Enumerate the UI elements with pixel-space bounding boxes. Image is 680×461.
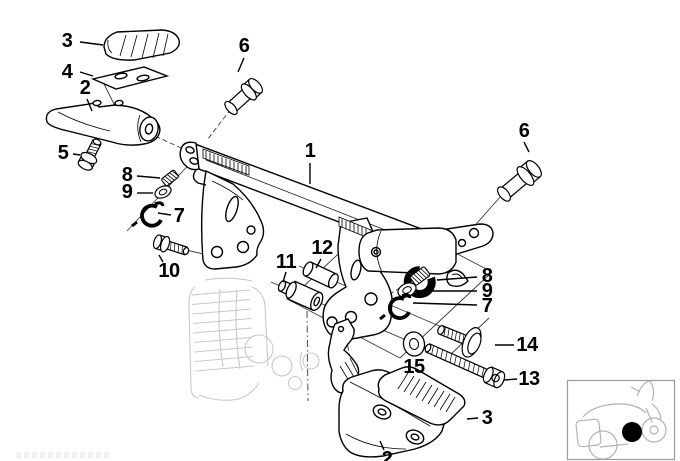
footrest-body-top [45, 102, 161, 146]
footrest-bottom-group [327, 318, 466, 458]
washer-15 [402, 331, 426, 357]
pivot-pin-11 [277, 280, 324, 312]
callout-15: 15 [403, 356, 425, 378]
bolt-14 [437, 325, 482, 358]
callout-9-right: 9 [481, 280, 493, 302]
callout-13: 13 [518, 368, 540, 390]
spring-8-right [409, 266, 431, 286]
engine-sketch [188, 277, 320, 401]
callout-8-right: 8 [481, 265, 493, 287]
callout-11: 11 [275, 251, 297, 273]
base-plate [90, 66, 170, 90]
callout-4: 4 [61, 61, 73, 83]
main-tube [179, 141, 435, 257]
pivot-housing [358, 223, 494, 299]
watermark [16, 452, 111, 458]
callout-6-right: 6 [518, 120, 530, 142]
footrest-top-group [45, 29, 180, 146]
location-marker [622, 422, 642, 442]
callout-2-bottom: 2 [381, 448, 393, 461]
bolt-6-right [496, 160, 542, 202]
callout-14: 14 [516, 334, 538, 356]
location-thumbnail [566, 379, 676, 461]
bolt-10 [152, 234, 190, 256]
rubber-pad-top [103, 29, 180, 61]
spring-8-left [161, 169, 180, 187]
left-bracket [192, 169, 265, 270]
clip-7-right [379, 293, 412, 321]
motorcycle-sketch [575, 380, 667, 460]
callout-7-right: 7 [481, 295, 493, 317]
callout-3-top: 3 [61, 30, 73, 52]
callout-12: 12 [311, 237, 333, 259]
washer-9-right [397, 282, 417, 298]
callout-leader-lines [72, 41, 530, 451]
tube-serrations [202, 148, 372, 240]
washer-9-left [154, 185, 172, 199]
callout-5: 5 [57, 142, 69, 164]
callout-8-left: 8 [121, 164, 133, 186]
callout-1: 1 [304, 140, 316, 162]
callout-7-left: 7 [173, 205, 185, 227]
rubber-pad-bottom [377, 366, 466, 426]
spacer-12 [302, 261, 339, 289]
bolt-5 [77, 138, 102, 171]
bolt-13 [424, 343, 506, 389]
clip-7-left [131, 201, 165, 228]
callout-2-top: 2 [79, 77, 91, 99]
bolt-6-top [224, 77, 264, 116]
callout-3-bottom: 3 [481, 407, 493, 429]
callout-10: 10 [158, 260, 180, 282]
callout-6-top: 6 [238, 35, 250, 57]
callout-9-left: 9 [121, 181, 133, 203]
